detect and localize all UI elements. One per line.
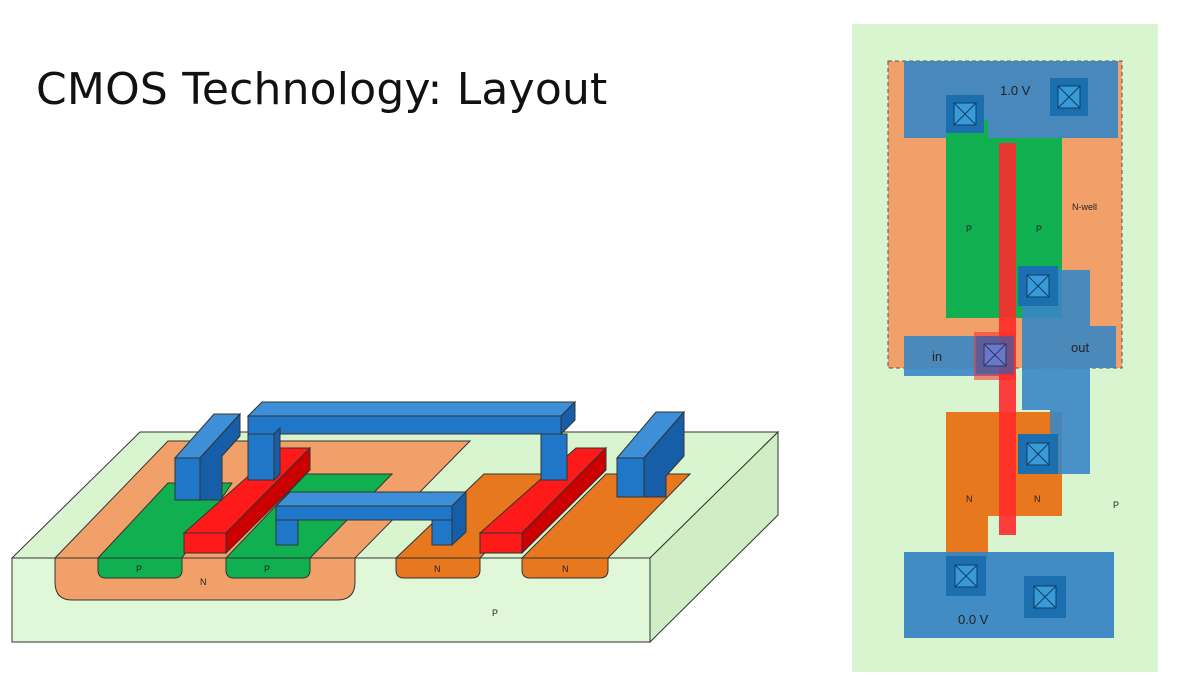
pmos-left-diffusion-front <box>97 557 183 579</box>
layout-vdd-rail <box>904 61 1118 138</box>
contact-gnd-right-icon <box>1024 576 1066 618</box>
layout-nwell-label: N-well <box>1072 202 1097 212</box>
nmos-right-diffusion-front <box>521 557 609 579</box>
nmos-poly-gate-front <box>479 532 523 554</box>
layout-gnd-rail <box>904 552 1114 638</box>
pmos-right-diffusion-front <box>225 557 311 579</box>
layout-n-diffusion <box>946 412 1062 516</box>
layout-nwell <box>887 60 1123 369</box>
nwell-label: N <box>200 577 207 587</box>
input-bridge-front <box>275 505 453 521</box>
output-bridge-right-leg <box>540 433 568 481</box>
layout-vdd-label: 1.0 V <box>1000 83 1031 98</box>
cmos-cross-section-diagram: P N P P N N <box>10 400 780 644</box>
layout-substrate <box>852 24 1158 672</box>
contact-vdd-left-icon <box>946 95 984 133</box>
layout-input-label: in <box>932 349 942 364</box>
pmos-poly-gate-front <box>183 532 227 554</box>
layout-polysilicon-input-pad <box>974 332 1016 380</box>
nmos-left-diffusion-front <box>395 557 481 579</box>
pmos-left-diffusion-label: P <box>136 564 142 574</box>
layout-p-diffusion <box>946 138 1062 318</box>
output-bridge-front <box>247 415 562 435</box>
contact-pmos-drain-icon <box>1018 266 1058 306</box>
nmos-left-diffusion-label: N <box>434 564 441 574</box>
contact-nmos-drain-icon <box>1018 434 1058 474</box>
layout-polysilicon-vertical <box>999 143 1016 535</box>
output-bridge-top <box>246 401 577 417</box>
output-bridge-left-leg-side <box>273 426 281 482</box>
layout-nmos-drain-label: N <box>1034 494 1041 504</box>
layout-output-metal <box>1022 270 1116 474</box>
contact-vdd-right-icon <box>1050 78 1088 116</box>
slide-title: CMOS Technology: Layout <box>36 64 608 115</box>
nmos-right-diffusion-label: N <box>562 564 569 574</box>
layout-substrate-label: P <box>1113 500 1119 510</box>
layout-output-label: out <box>1071 340 1089 355</box>
layout-input-metal <box>904 336 1014 376</box>
layout-n-diffusion-tail <box>946 512 988 562</box>
layout-nmos-source-label: N <box>966 494 973 504</box>
contact-input-poly-icon <box>976 336 1014 374</box>
pmos-right-diffusion-label: P <box>264 564 270 574</box>
input-bridge-top <box>274 491 468 507</box>
layout-pmos-drain-label: P <box>1036 224 1042 234</box>
substrate-label: P <box>492 608 498 618</box>
layout-p-diffusion-top <box>946 120 988 140</box>
input-bridge-right-leg <box>431 519 453 546</box>
output-bridge-left-leg <box>247 433 275 481</box>
gnd-strap-front <box>616 457 645 498</box>
layout-pmos-source-label: P <box>966 224 972 234</box>
contact-gnd-left-icon <box>946 556 986 596</box>
layout-gnd-label: 0.0 V <box>958 612 989 627</box>
input-bridge-left-leg <box>275 519 299 546</box>
vdd-strap-front <box>174 457 201 501</box>
